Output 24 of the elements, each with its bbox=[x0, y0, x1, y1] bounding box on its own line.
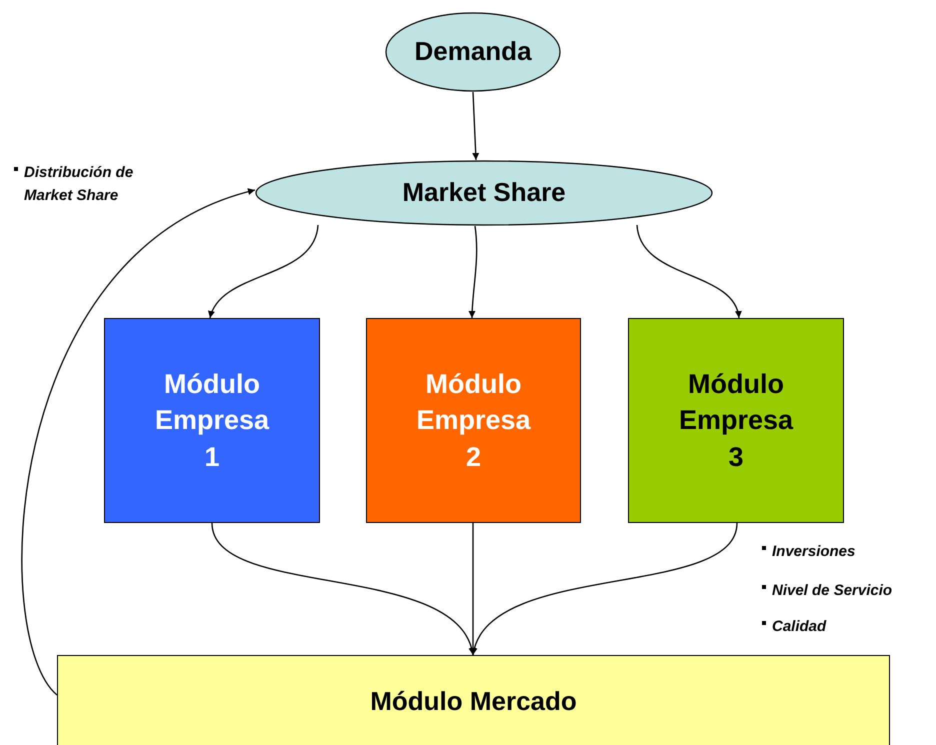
module-box bbox=[628, 318, 844, 523]
arrow bbox=[472, 92, 480, 160]
node-label: Módulo Empresa 1 bbox=[154, 368, 270, 474]
node-label: Demanda bbox=[413, 35, 533, 68]
arrow bbox=[21, 189, 256, 696]
bullet-label: Nivel de Servicio bbox=[772, 581, 892, 601]
bullet-label: Inversiones bbox=[772, 542, 856, 562]
arrow bbox=[211, 522, 474, 656]
module-box bbox=[104, 318, 320, 523]
module-box bbox=[366, 318, 581, 523]
node-label: Módulo Mercado bbox=[369, 685, 578, 718]
bullet-label: Distribución de Market Share bbox=[24, 163, 134, 206]
arrow bbox=[472, 522, 738, 656]
node-label: Módulo Empresa 2 bbox=[415, 368, 532, 474]
node-label: Módulo Empresa 3 bbox=[678, 368, 794, 474]
oval-node bbox=[255, 160, 713, 226]
arrow bbox=[468, 226, 478, 318]
node-label: Market Share bbox=[401, 176, 567, 210]
bullet-label: Calidad bbox=[772, 617, 826, 637]
oval-node bbox=[385, 12, 561, 92]
arrow bbox=[209, 224, 319, 318]
arrow bbox=[636, 224, 741, 318]
arrow bbox=[470, 523, 476, 655]
module-box bbox=[57, 655, 890, 745]
